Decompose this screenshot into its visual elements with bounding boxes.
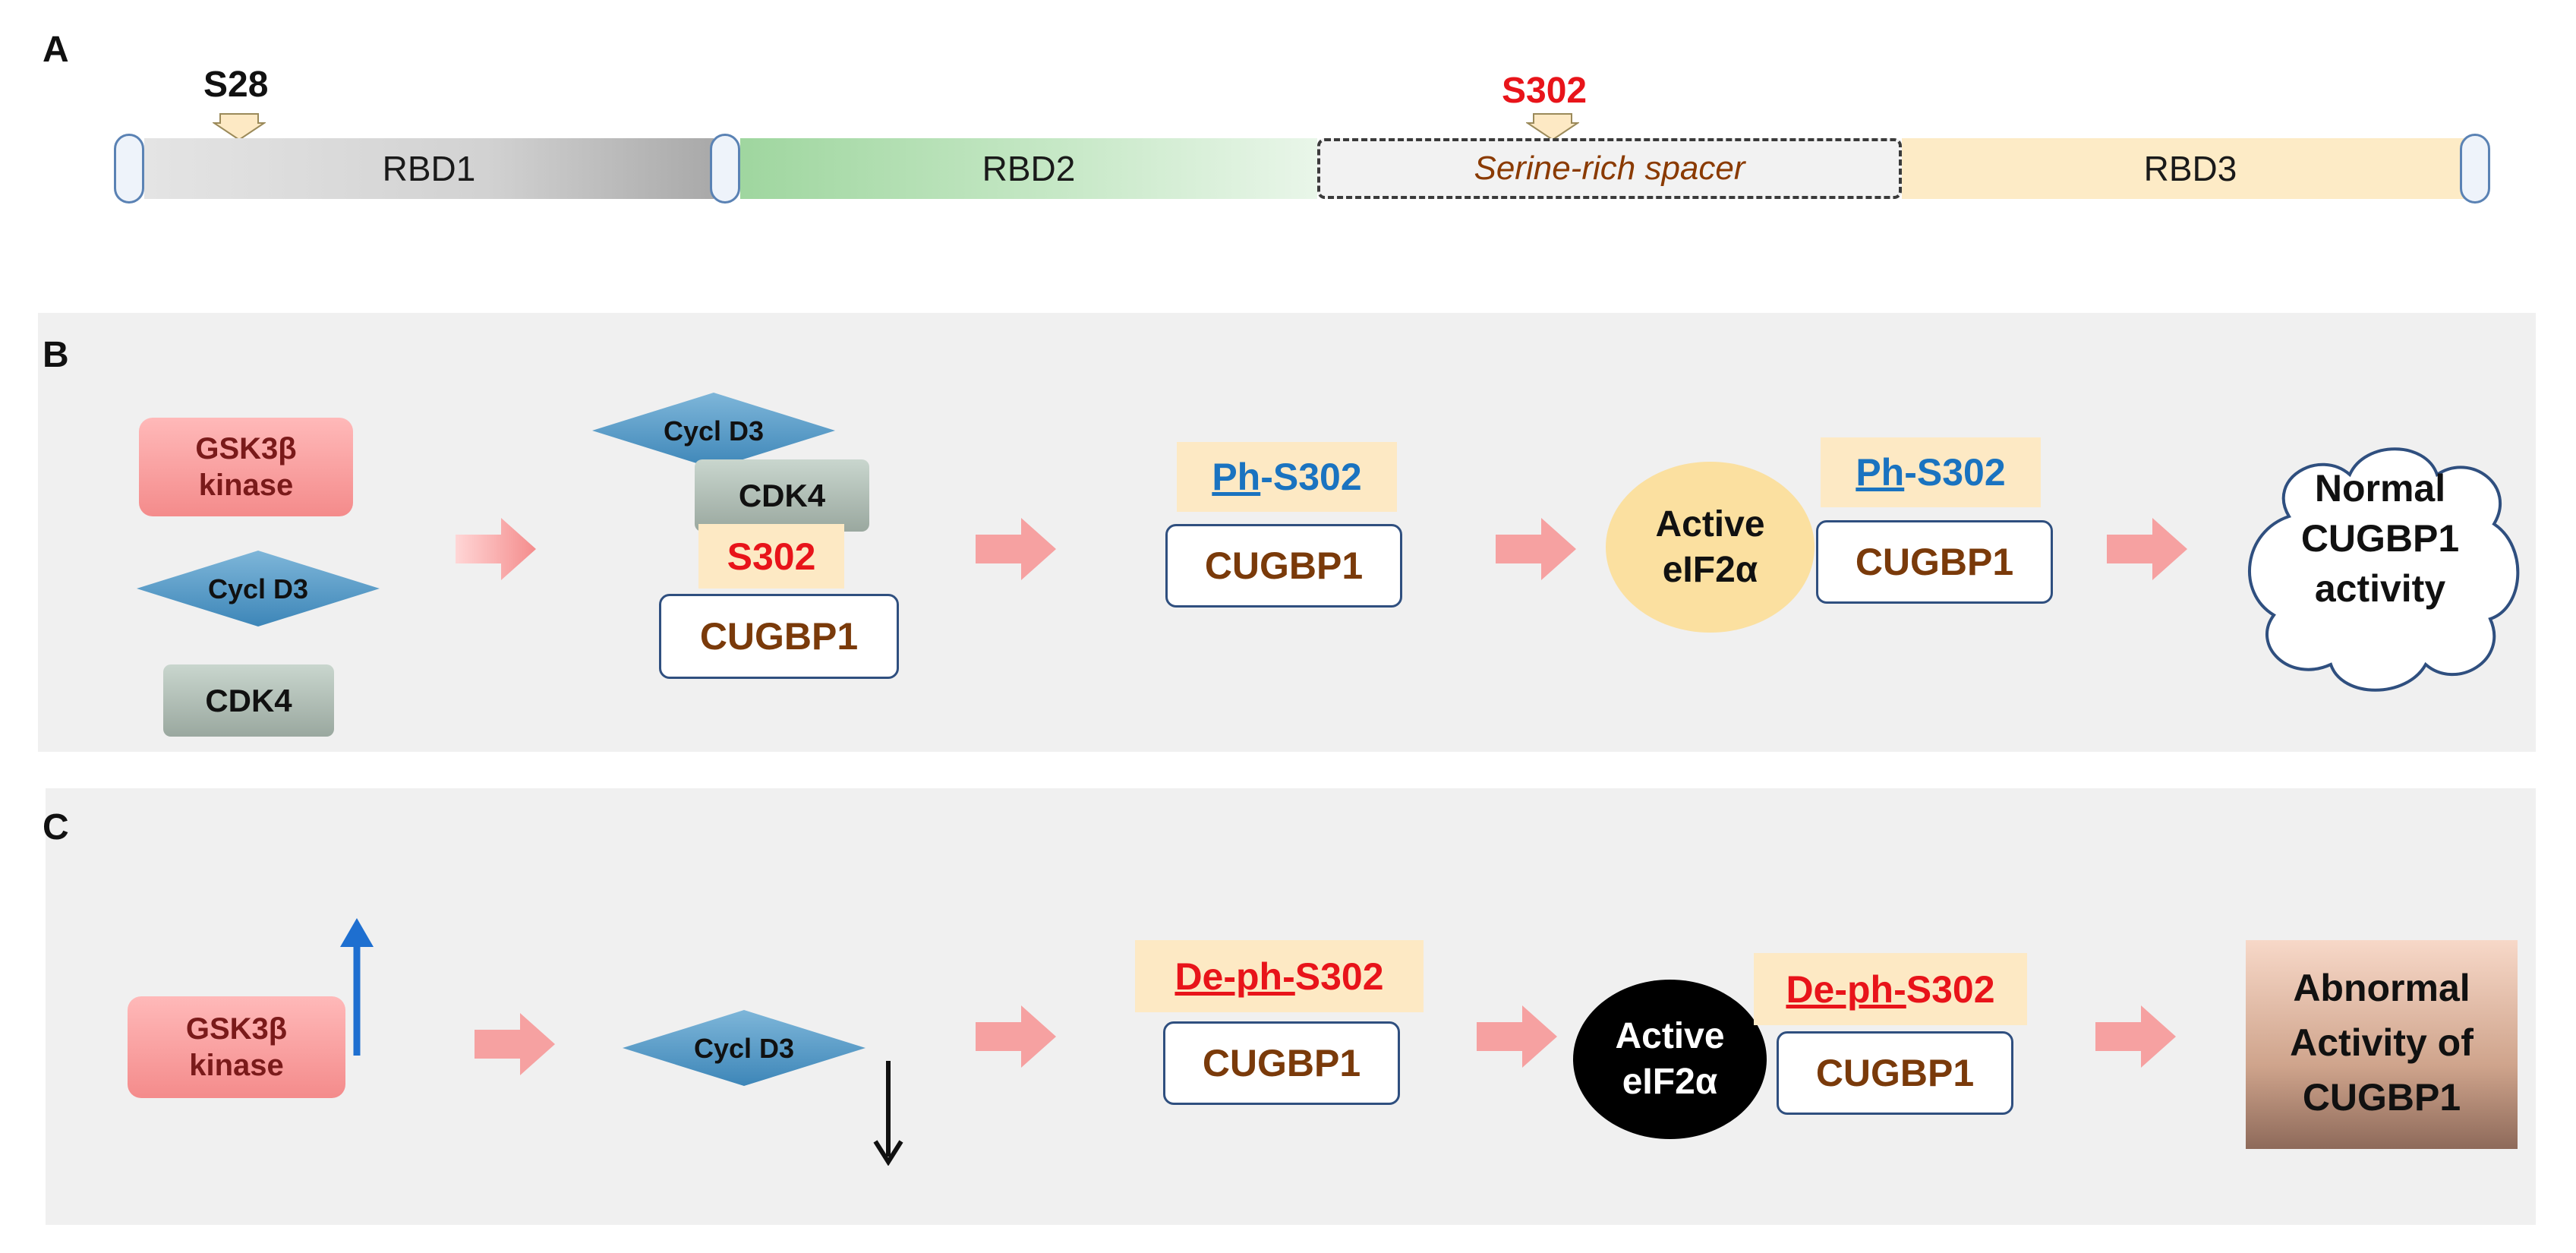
deph2-suffix: S302: [1906, 967, 1995, 1011]
cycl-d3-diamond-c: Cycl D3: [623, 1010, 865, 1086]
cugbp1-box-b3: CUGBP1: [1816, 520, 2053, 604]
outcome-c-line1: Abnormal: [2293, 967, 2470, 1009]
deph-suffix: S302: [1294, 955, 1384, 998]
domain-serine-rich-spacer: Serine-rich spacer: [1317, 138, 1902, 199]
normal-activity-cloud-icon: [2248, 447, 2520, 692]
complex-cycl-d3-label: Cycl D3: [664, 415, 764, 447]
ph-s302-highlight-b: Ph-S302: [1177, 442, 1397, 512]
site-s302-arrow-icon: [1526, 113, 1579, 141]
cugbp1-box-c1: CUGBP1: [1163, 1021, 1400, 1105]
active-eif2a-circle-c: Active eIF2α: [1573, 980, 1767, 1139]
abnormal-activity-text: Abnormal Activity of CUGBP1: [2246, 961, 2518, 1125]
deph2-prefix: De-ph-: [1786, 967, 1906, 1011]
site-s302-label: S302: [1502, 71, 1588, 111]
eif2a-label-c: eIF2α: [1622, 1062, 1718, 1102]
abnormal-activity-box: [2246, 940, 2518, 1149]
flow-arrow-c4-icon: [2095, 1005, 2176, 1068]
outcome-c-line2: Activity of: [2290, 1021, 2474, 1064]
kinase-label-c: kinase: [189, 1049, 284, 1082]
normal-activity-text: Normal CUGBP1 activity: [2236, 463, 2524, 614]
gsk3b-label-c: GSK3β: [185, 1012, 288, 1046]
protein-n-cap: [114, 134, 144, 204]
cycl-d3-label-c: Cycl D3: [694, 1033, 794, 1064]
up-arrow-icon: [340, 918, 374, 1056]
panel-c-label: C: [43, 807, 69, 847]
kinase-label: kinase: [198, 469, 294, 502]
cugbp1-box-b1: CUGBP1: [659, 594, 899, 679]
domain-rbd1: RBD1: [144, 138, 714, 199]
ph2-prefix: Ph: [1856, 451, 1905, 494]
outcome-c-line3: CUGBP1: [2302, 1076, 2461, 1119]
cdk4-box: CDK4: [163, 664, 334, 737]
domain-rbd2: RBD2: [740, 138, 1317, 199]
site-s28-label: S28: [203, 65, 269, 105]
flow-arrow-c1-icon: [475, 1013, 555, 1075]
domain-boundary-cap-1: [710, 134, 740, 204]
complex-cycl-d3-diamond: Cycl D3: [592, 393, 835, 469]
ph-s302-highlight-b2: Ph-S302: [1821, 437, 2041, 507]
active-eif2a-circle-b: Active eIF2α: [1606, 462, 1815, 633]
deph-s302-highlight-c2: De-ph-S302: [1754, 953, 2027, 1025]
flow-arrow-c2-icon: [976, 1005, 1056, 1068]
cugbp1-box-c2: CUGBP1: [1777, 1031, 2013, 1115]
gsk3b-kinase-box-c: GSK3β kinase: [128, 996, 345, 1098]
ph-suffix: -S302: [1260, 456, 1362, 498]
protein-c-cap: [2460, 134, 2490, 204]
cycl-d3-label: Cycl D3: [208, 573, 308, 604]
outcome-b-line1: Normal: [2314, 467, 2446, 510]
ph-prefix: Ph: [1212, 456, 1261, 498]
eif-active-label: Active: [1655, 503, 1765, 544]
site-s28-arrow-icon: [213, 113, 266, 141]
cycl-d3-diamond: Cycl D3: [137, 551, 380, 626]
flow-arrow-c3-icon: [1477, 1005, 1557, 1068]
deph-prefix: De-ph-: [1174, 955, 1295, 998]
eif2a-label: eIF2α: [1662, 549, 1758, 590]
complex-cdk4-box: CDK4: [695, 459, 869, 532]
panel-a-label: A: [43, 30, 69, 70]
flow-arrow-b3-icon: [1496, 518, 1576, 580]
cugbp1-box-b2: CUGBP1: [1165, 524, 1402, 608]
deph-s302-highlight-c: De-ph-S302: [1135, 940, 1424, 1012]
panel-b-label: B: [43, 335, 69, 375]
eif-active-label-c: Active: [1615, 1016, 1725, 1056]
flow-arrow-b4-icon: [2107, 518, 2187, 580]
outcome-b-line2: CUGBP1: [2300, 517, 2460, 560]
gsk3b-label: GSK3β: [195, 432, 297, 466]
flow-arrow-b1-icon: [456, 518, 536, 580]
gsk3b-kinase-box: GSK3β kinase: [139, 418, 353, 516]
ph2-suffix: -S302: [1904, 451, 2006, 494]
s302-site-highlight: S302: [698, 524, 844, 589]
outcome-b-line3: activity: [2314, 567, 2446, 610]
flow-arrow-b2-icon: [976, 518, 1056, 580]
domain-rbd3: RBD3: [1902, 138, 2479, 199]
down-arrow-icon: [873, 1061, 903, 1166]
